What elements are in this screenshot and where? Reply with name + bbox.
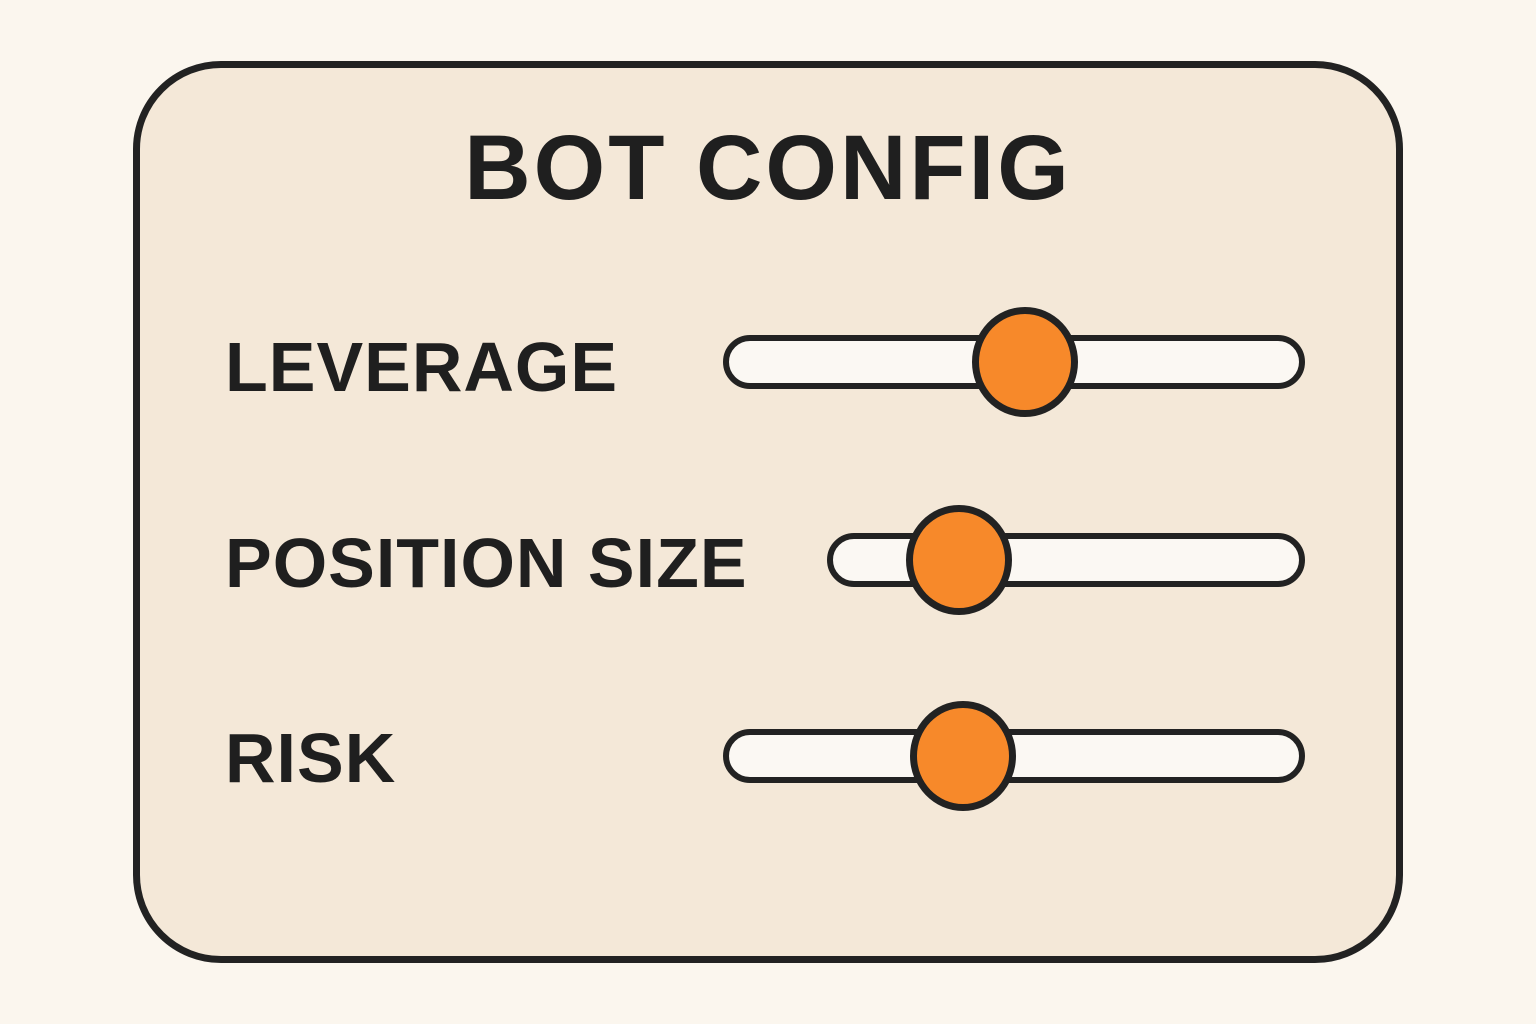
position-size-label: POSITION SIZE <box>225 524 748 602</box>
leverage-slider-track[interactable] <box>723 307 1305 417</box>
position-size-slider-thumb[interactable] <box>905 505 1012 615</box>
risk-label: RISK <box>225 719 397 797</box>
risk-slider-thumb[interactable] <box>909 701 1016 811</box>
leverage-label: LEVERAGE <box>225 328 619 406</box>
position-size-slider-track[interactable] <box>827 505 1305 615</box>
bot-config-panel <box>133 61 1403 963</box>
risk-slider-track[interactable] <box>723 701 1305 811</box>
panel-title: BOT CONFIG <box>464 117 1072 219</box>
leverage-slider-thumb[interactable] <box>972 307 1079 417</box>
